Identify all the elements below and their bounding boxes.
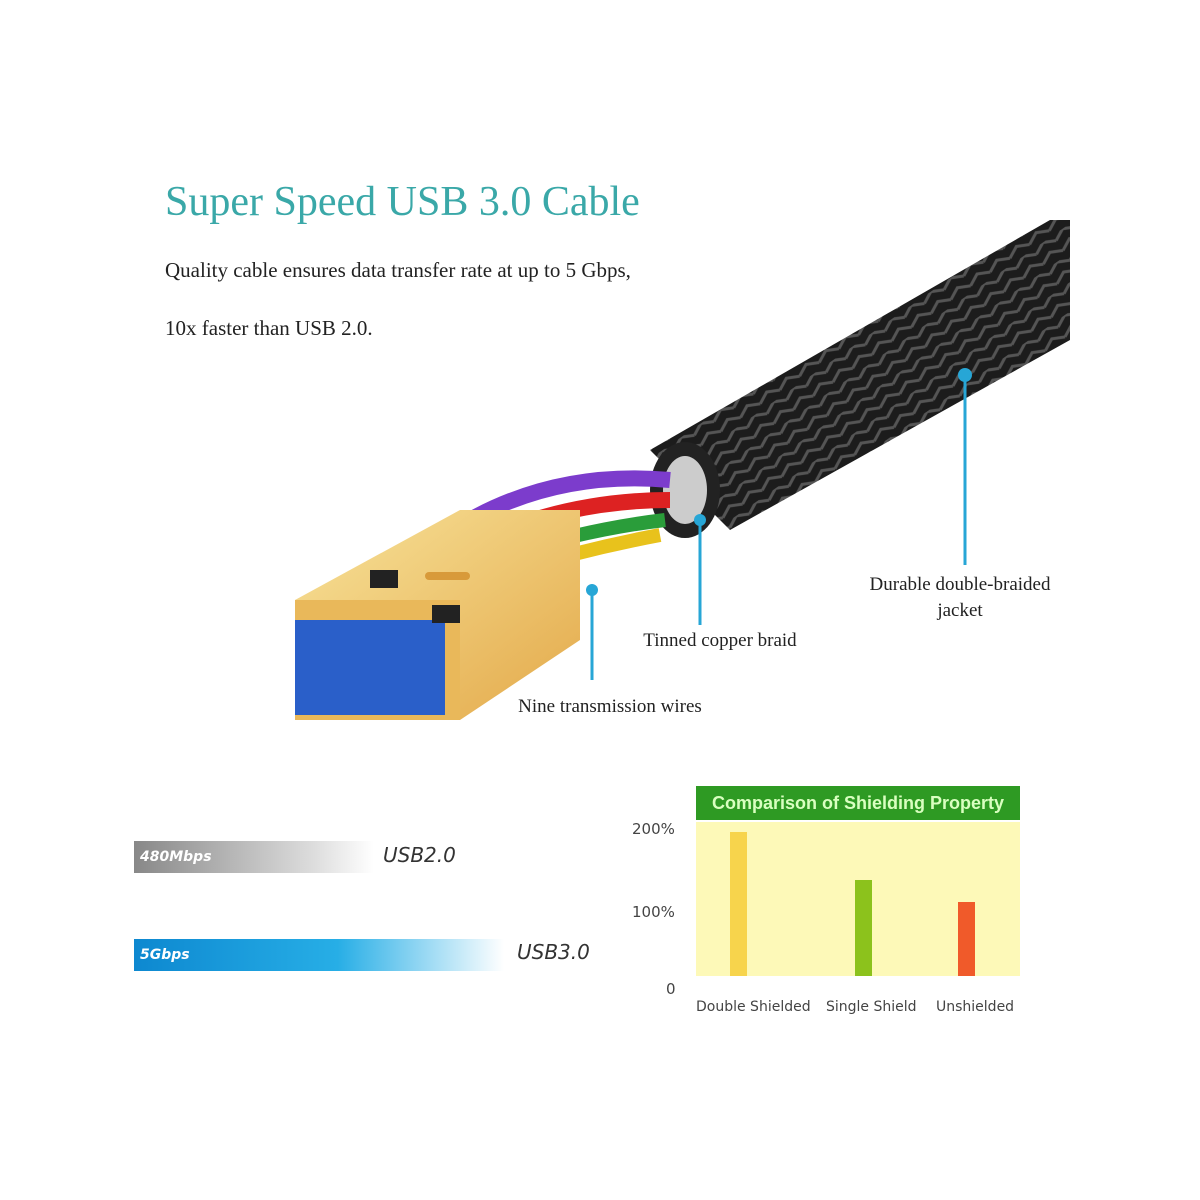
cable-illustration [295, 220, 1070, 720]
usb2-speed-bar: 480Mbps [134, 841, 374, 873]
callout-wires: Nine transmission wires [518, 696, 702, 717]
bar-double-shielded [730, 831, 747, 976]
y-tick-200: 200% [632, 820, 675, 838]
usb3-speed-bar: 5Gbps [134, 939, 504, 971]
usb2-label: USB2.0 [383, 843, 456, 867]
callout-jacket: Durable double-braided jacket [869, 574, 1051, 621]
x-label-unshielded: Unshielded [936, 999, 1015, 1015]
subtitle-line-2: 10x faster than USB 2.0. [165, 316, 373, 340]
x-label-double-shielded: Double Shielded [696, 999, 811, 1015]
callout-braid: Tinned copper braid [643, 630, 797, 651]
usb3-label: USB3.0 [517, 940, 590, 964]
y-tick-0: 0 [666, 980, 676, 998]
subtitle-line-1: Quality cable ensures data transfer rate… [165, 258, 631, 282]
bar-unshielded [958, 902, 975, 976]
x-label-single-shield: Single Shield [826, 999, 917, 1015]
chart-title: Comparison of Shielding Property [696, 786, 1020, 820]
bar-single-shield [855, 879, 872, 976]
page-title: Super Speed USB 3.0 Cable [165, 179, 640, 225]
y-tick-100: 100% [632, 903, 675, 921]
